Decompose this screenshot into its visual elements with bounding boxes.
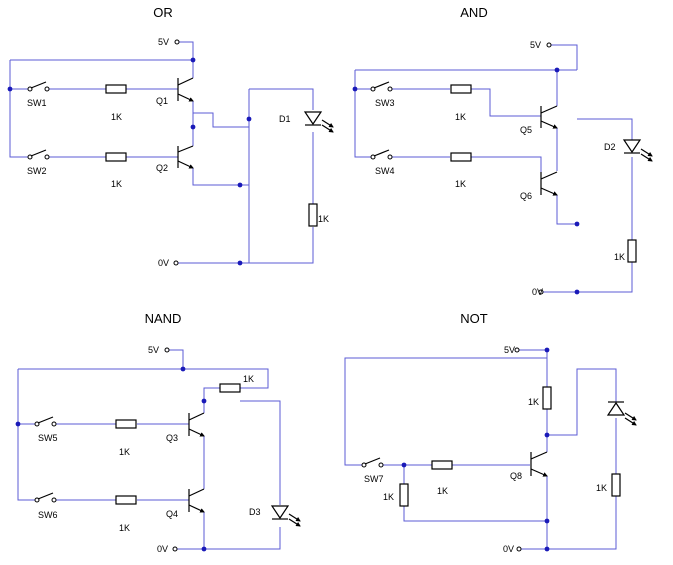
and-resistor-top bbox=[450, 84, 472, 94]
nand-r-pull-label: 1K bbox=[243, 374, 254, 384]
not-title: NOT bbox=[460, 311, 488, 326]
not-switch-sw7 bbox=[361, 457, 384, 468]
nand-transistor-q4 bbox=[188, 488, 205, 513]
or-junctions bbox=[7, 57, 252, 266]
nand-sw6-label: SW6 bbox=[38, 510, 58, 520]
not-resistor-pulldown bbox=[399, 483, 409, 507]
nand-r-top-label: 1K bbox=[119, 447, 130, 457]
nand-led-d3 bbox=[270, 505, 301, 527]
not-r-base-label: 1K bbox=[437, 486, 448, 496]
not-wires bbox=[344, 349, 617, 550]
or-r-bot-label: 1K bbox=[111, 179, 122, 189]
and-transistor-q6 bbox=[540, 171, 558, 196]
or-switch-sw1 bbox=[27, 81, 50, 92]
and-d2-label: D2 bbox=[604, 142, 616, 152]
not-junctions bbox=[401, 347, 550, 552]
nand-circuit: NAND 5V 0V SW5 SW6 1K 1K 1K Q3 bbox=[15, 311, 301, 554]
not-transistor-q8 bbox=[530, 451, 548, 477]
nand-0v-label: 0V bbox=[157, 544, 168, 554]
nand-r-bot-label: 1K bbox=[119, 523, 130, 533]
and-sw3-label: SW3 bbox=[375, 98, 395, 108]
or-q2-label: Q2 bbox=[156, 163, 168, 173]
nand-d3-label: D3 bbox=[249, 507, 261, 517]
and-q5-label: Q5 bbox=[520, 125, 532, 135]
not-r-led-label: 1K bbox=[596, 483, 607, 493]
and-0v-label: 0V bbox=[532, 287, 543, 297]
or-5v-terminal bbox=[174, 39, 180, 45]
and-r-bot-label: 1K bbox=[455, 179, 466, 189]
not-0v-label: 0V bbox=[503, 544, 514, 554]
nand-q3-label: Q3 bbox=[166, 433, 178, 443]
and-5v-terminal bbox=[546, 42, 552, 48]
or-d1-label: D1 bbox=[279, 114, 291, 124]
not-resistor-collector bbox=[542, 386, 552, 410]
and-resistor-led bbox=[627, 239, 637, 263]
nand-switch-sw5 bbox=[34, 416, 57, 427]
not-resistor-led bbox=[611, 473, 621, 497]
nand-5v-terminal bbox=[164, 347, 170, 353]
not-0v-terminal bbox=[516, 546, 522, 552]
nand-resistor-pullup bbox=[219, 383, 241, 393]
or-0v-terminal bbox=[173, 260, 179, 266]
or-q1-label: Q1 bbox=[156, 96, 168, 106]
and-junctions bbox=[352, 67, 580, 295]
nand-q4-label: Q4 bbox=[166, 509, 178, 519]
nand-junctions bbox=[15, 366, 207, 552]
and-resistor-bottom bbox=[450, 152, 472, 162]
not-5v-terminal bbox=[514, 347, 520, 353]
nand-switch-sw6 bbox=[34, 492, 57, 503]
not-5v-label: 5V bbox=[504, 345, 515, 355]
and-circuit: AND 5V 0V SW3 SW4 1K 1K Q5 Q bbox=[352, 5, 653, 297]
or-5v-label: 5V bbox=[158, 37, 169, 47]
and-led-d2 bbox=[622, 139, 653, 162]
or-r-led-label: 1K bbox=[318, 214, 329, 224]
and-r-led-label: 1K bbox=[614, 252, 625, 262]
or-sw2-label: SW2 bbox=[27, 166, 47, 176]
nand-0v-terminal bbox=[172, 546, 178, 552]
and-switch-sw4 bbox=[370, 149, 393, 160]
or-resistor-top bbox=[105, 84, 127, 94]
and-5v-label: 5V bbox=[530, 40, 541, 50]
not-r-coll-label: 1K bbox=[528, 397, 539, 407]
and-r-top-label: 1K bbox=[455, 112, 466, 122]
or-sw1-label: SW1 bbox=[27, 98, 47, 108]
or-resistor-led bbox=[308, 203, 318, 227]
or-wires bbox=[9, 41, 314, 264]
nand-transistor-q3 bbox=[188, 412, 205, 437]
and-sw4-label: SW4 bbox=[375, 166, 395, 176]
nand-5v-label: 5V bbox=[148, 345, 159, 355]
or-0v-label: 0V bbox=[158, 258, 169, 268]
and-q6-label: Q6 bbox=[520, 191, 532, 201]
or-title: OR bbox=[153, 5, 173, 20]
or-r-top-label: 1K bbox=[111, 112, 122, 122]
or-led-d1 bbox=[303, 111, 334, 133]
and-transistor-q5 bbox=[540, 105, 558, 129]
or-circuit: OR 5V 0V SW1 SW2 1K 1K Q1 bbox=[7, 5, 334, 268]
or-transistor-q2 bbox=[177, 145, 194, 169]
not-r-pulldown-label: 1K bbox=[383, 492, 394, 502]
or-switch-sw2 bbox=[27, 149, 50, 160]
or-transistor-q1 bbox=[177, 77, 194, 102]
and-title: AND bbox=[460, 5, 487, 20]
nand-sw5-label: SW5 bbox=[38, 433, 58, 443]
nand-resistor-top bbox=[115, 419, 137, 429]
nand-resistor-bottom bbox=[115, 495, 137, 505]
not-resistor-base bbox=[431, 460, 453, 470]
not-circuit: NOT 5V 0V SW7 1K 1K 1K Q8 1K bbox=[344, 311, 637, 554]
nand-title: NAND bbox=[145, 311, 182, 326]
not-q8-label: Q8 bbox=[510, 471, 522, 481]
or-resistor-bottom bbox=[105, 152, 127, 162]
and-0v-terminal bbox=[538, 289, 544, 295]
and-wires bbox=[354, 44, 633, 293]
not-led bbox=[606, 401, 637, 426]
and-switch-sw3 bbox=[370, 81, 393, 92]
not-sw7-label: SW7 bbox=[364, 474, 384, 484]
